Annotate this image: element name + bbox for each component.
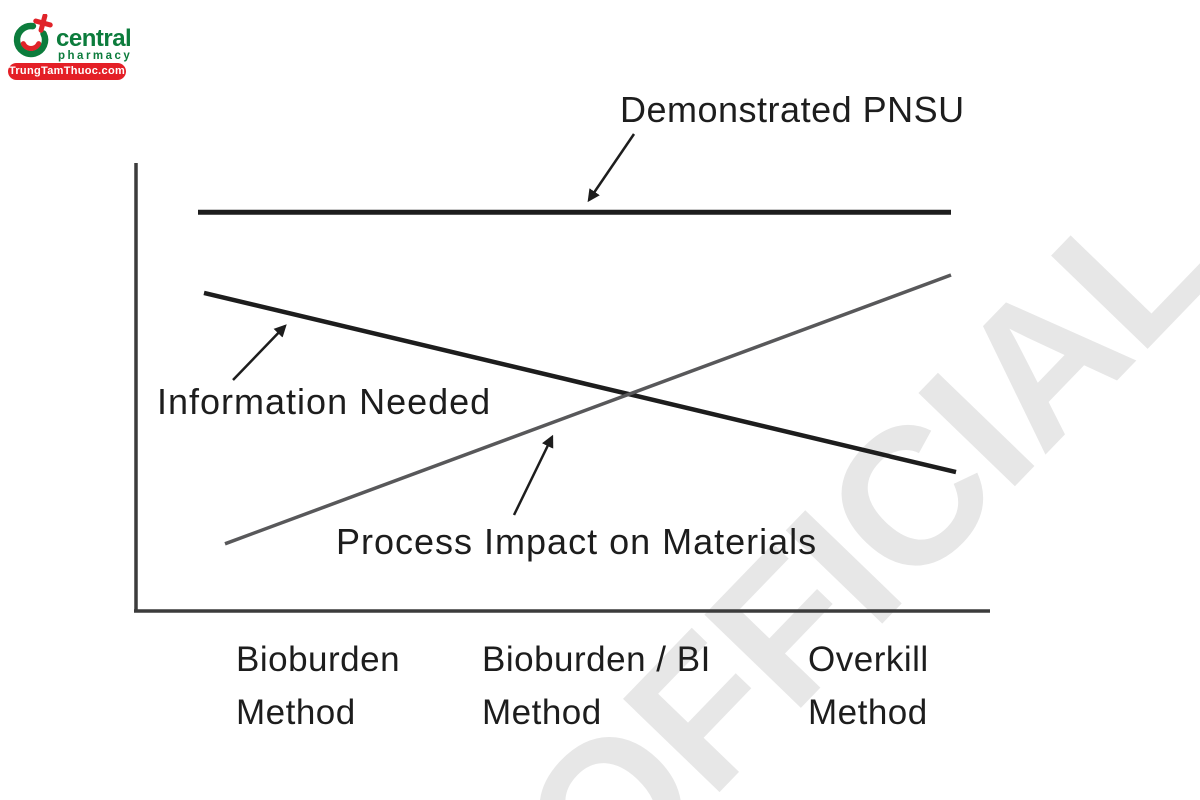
annotation-arrow-information-needed [232,324,287,381]
annotation-label-process-impact: Process Impact on Materials [336,521,818,562]
x-category-label-line: Method [482,693,602,732]
central-pharmacy-logo: central pharmacy TrungTamThuoc.com [0,0,140,90]
logo-url-badge: TrungTamThuoc.com [8,63,126,80]
annotation-label-demonstrated-pnsu: Demonstrated PNSU [620,89,965,130]
x-category-bioburden-method: Bioburden Method [236,633,400,739]
x-category-bioburden-bi-method: Bioburden / BI Method [482,633,711,739]
x-category-label-line: Overkill [808,640,929,679]
x-category-label-line: Method [808,693,928,732]
x-category-label-line: Method [236,693,356,732]
pharmacy-cross-icon [13,14,53,58]
series-line-information-needed [203,290,957,475]
logo-brand-text: central [56,25,132,52]
x-category-overkill-method: Overkill Method [808,633,929,739]
x-category-label-line: Bioburden [236,640,401,679]
annotation-arrow-process-impact [512,434,554,516]
logo-subbrand-text: pharmacy [58,50,133,62]
annotation-label-information-needed: Information Needed [157,381,492,422]
series-line-process-impact [224,273,952,546]
x-category-label-line: Bioburden / BI [482,640,711,679]
annotation-arrow-pnsu [587,133,636,203]
